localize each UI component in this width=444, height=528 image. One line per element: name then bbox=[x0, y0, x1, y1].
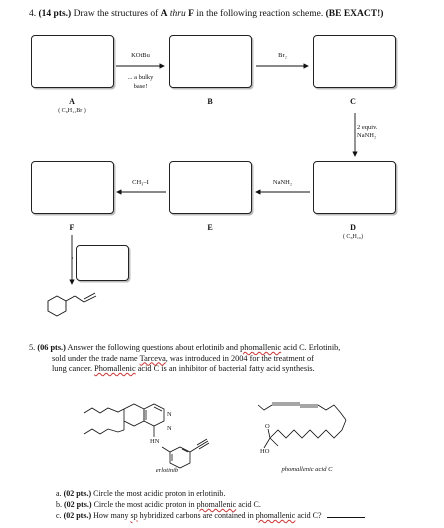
q4-text: Draw the structures of bbox=[73, 9, 161, 19]
phomallenic-atom-ho: HO bbox=[260, 448, 270, 455]
subquestion-b: b. (02 pts.) Circle the most acidic prot… bbox=[56, 500, 261, 511]
q5-points: (06 pts.) bbox=[37, 343, 66, 352]
label-F: F bbox=[69, 223, 75, 232]
reagent-bc: Br₂ bbox=[278, 52, 287, 59]
q5-line2b: Tarceva bbox=[139, 353, 166, 363]
answer-box-D[interactable] bbox=[313, 161, 396, 214]
q4-exact: (BE EXACT!) bbox=[325, 9, 384, 19]
subq-a-letter: a. bbox=[56, 489, 62, 498]
erlotinib-atom-n2: N bbox=[167, 425, 172, 432]
subq-c-text-3: hybridized carbons are contained in bbox=[137, 511, 256, 520]
subq-c-text-5: acid C? bbox=[295, 511, 322, 520]
q4-thru: thru bbox=[169, 9, 186, 19]
q4-number: 4. bbox=[29, 9, 37, 19]
formula-D: ( C₆H₁₀) bbox=[342, 234, 364, 240]
reagent-ab-1: KOtBu bbox=[131, 52, 150, 59]
answer-box-E[interactable] bbox=[169, 161, 252, 214]
erlotinib-atom-hn: HN bbox=[150, 438, 160, 445]
question-4-header: 4. (14 pts.) Draw the structures of A th… bbox=[29, 9, 383, 19]
q5-number: 5. bbox=[29, 343, 36, 352]
answer-blank-c[interactable] bbox=[326, 517, 365, 518]
answer-box-B[interactable] bbox=[169, 35, 252, 88]
subq-b-text-2: phomallenic bbox=[196, 500, 237, 509]
q5-line1b: phomallenic bbox=[240, 343, 282, 352]
answer-box-A[interactable] bbox=[31, 35, 114, 88]
q5-line2c: , was introduced in 2004 for the treatme… bbox=[165, 353, 314, 363]
reagent-ab-2: ... a bulky bbox=[127, 74, 154, 81]
q5-line2a: sold under the trade name bbox=[52, 353, 140, 363]
answer-box-F[interactable] bbox=[31, 161, 114, 214]
subq-c-text-4: phomallenic bbox=[255, 511, 296, 520]
subq-c-text-2: sp bbox=[130, 511, 138, 520]
label-A: A bbox=[69, 97, 75, 106]
subq-b-text-3: acid C. bbox=[236, 500, 261, 509]
q5-line1c: acid C. Erlotinib, bbox=[281, 343, 341, 352]
subq-c-letter: c. bbox=[56, 511, 62, 520]
q4-F: F bbox=[188, 9, 194, 19]
q5-line3b: Phomallenic bbox=[94, 364, 136, 373]
reagent-cd-1: 2 equiv. bbox=[357, 124, 378, 131]
subq-a-points: (02 pts.) bbox=[63, 489, 92, 498]
subq-c-points: (02 pts.) bbox=[63, 511, 92, 520]
question-5-paragraph: 5. (06 pts.) Answer the following questi… bbox=[29, 343, 429, 375]
reagent-cd-2: NaNH₂ bbox=[357, 132, 377, 139]
answer-box-C[interactable] bbox=[313, 35, 396, 88]
phomallenic-atom-o: O bbox=[265, 423, 270, 430]
subquestion-c: c. (02 pts.) How many sp hybridized carb… bbox=[56, 511, 365, 522]
answer-box-final[interactable] bbox=[76, 245, 129, 281]
q4-rest: in the following reaction scheme. bbox=[193, 9, 324, 19]
label-E: E bbox=[207, 223, 213, 232]
phomallenic-caption: phomallenic acid C bbox=[281, 466, 333, 473]
subquestion-a: a. (02 pts.) Circle the most acidic prot… bbox=[56, 489, 225, 500]
erlotinib-atom-n1: N bbox=[167, 411, 172, 418]
q5-line3a: lung cancer. bbox=[52, 364, 95, 373]
reagent-ab-3: base! bbox=[133, 83, 148, 90]
q5-line1a: Answer the following questions about erl… bbox=[67, 343, 241, 352]
subq-b-points: (02 pts.) bbox=[64, 500, 92, 509]
q4-points: (14 pts.) bbox=[38, 9, 72, 19]
subq-a-text: Circle the most acidic proton in erlotin… bbox=[93, 489, 226, 498]
product-structure bbox=[47, 292, 97, 317]
reagent-ef: CH₃–I bbox=[132, 179, 149, 186]
label-D: D bbox=[350, 223, 356, 232]
q4-A: A bbox=[160, 9, 168, 19]
reagent-de: NaNH₂ bbox=[272, 179, 293, 186]
subq-b-text-1: Circle the most acidic proton in bbox=[93, 500, 197, 509]
label-B: B bbox=[207, 97, 213, 106]
subq-b-letter: b. bbox=[56, 500, 62, 509]
subq-c-text-1: How many bbox=[93, 511, 131, 520]
q5-line3c: acid C is an inhibitor of bacterial fatt… bbox=[135, 364, 315, 373]
formula-A: ( C₆H₁₁Br ) bbox=[58, 108, 86, 114]
label-C: C bbox=[350, 97, 356, 106]
erlotinib-caption: erlotinib bbox=[155, 467, 179, 474]
